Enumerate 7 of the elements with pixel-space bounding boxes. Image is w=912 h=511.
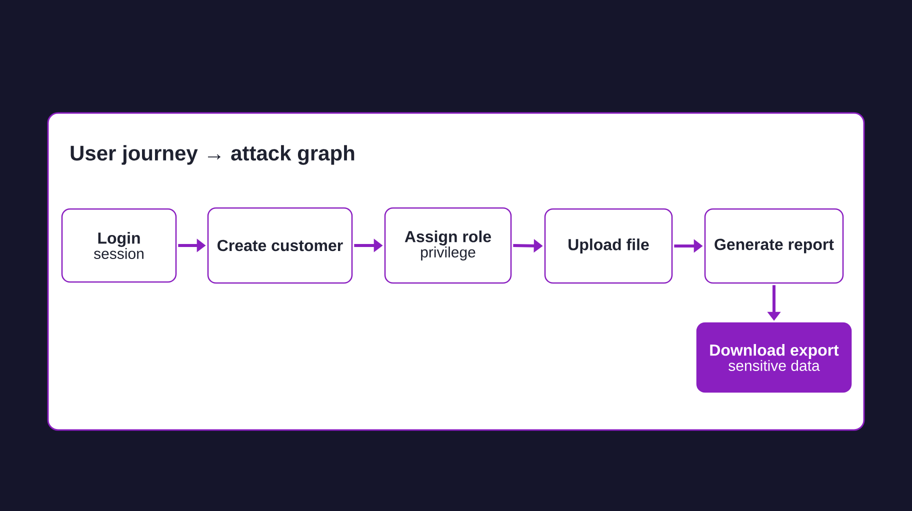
step-box: Upload file	[544, 208, 673, 284]
title: User journey → attack graph	[70, 145, 354, 165]
step-box: Create customer	[207, 207, 353, 284]
step-box: Download export sensitive data	[696, 322, 852, 393]
step-box: Login session	[61, 208, 177, 283]
step-box: Generate report	[704, 208, 844, 284]
step-box: Assign role privilege	[384, 207, 512, 284]
